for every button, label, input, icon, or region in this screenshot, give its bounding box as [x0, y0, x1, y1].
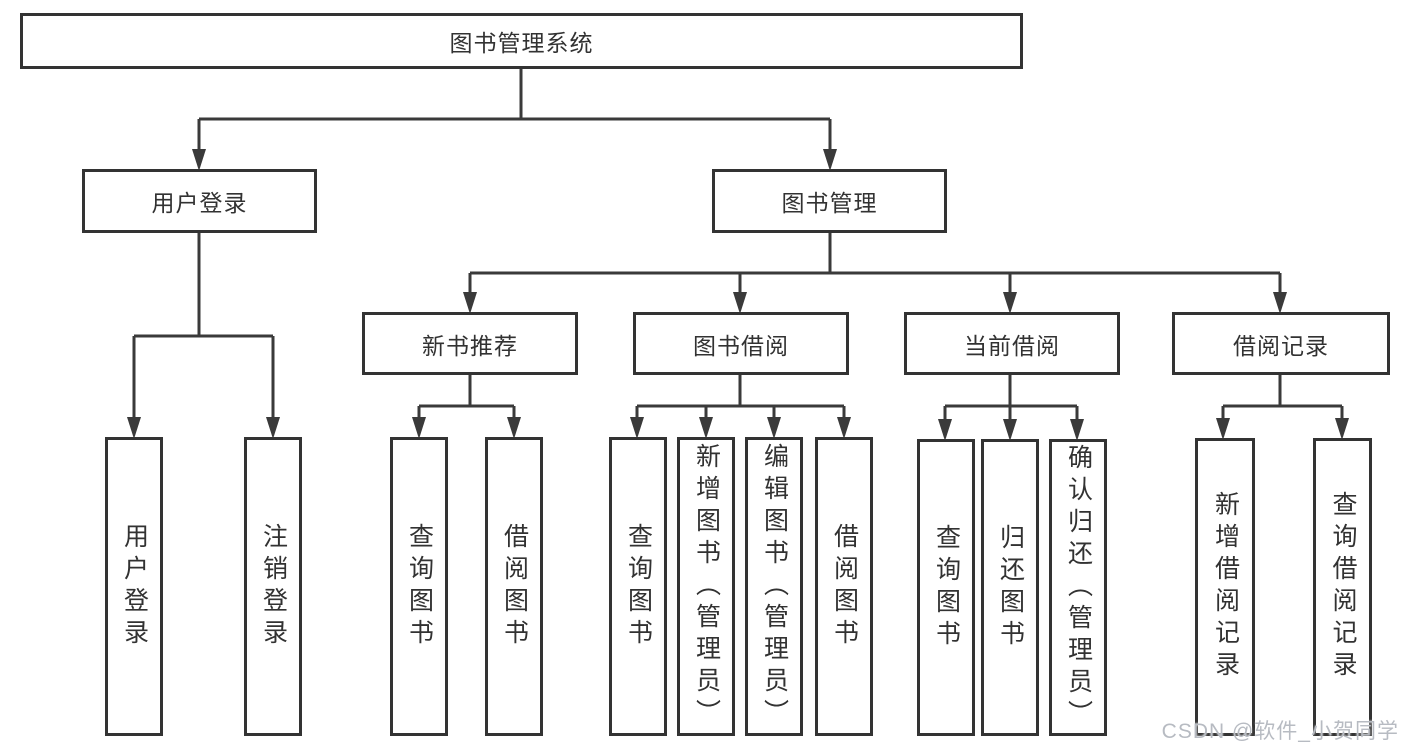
leaf-bb-edit-books-admin-label: 编辑图书（管理员）	[760, 442, 789, 731]
leaf-bb-query-books-label: 查询图书	[624, 522, 653, 651]
node-user-login-branch-label: 用户登录	[151, 190, 248, 216]
arrowhead-icon	[1273, 292, 1287, 314]
leaf-nbr-query-books: 查询图书	[390, 437, 448, 736]
leaf-user-login-label: 用户登录	[120, 522, 149, 651]
leaf-user-login: 用户登录	[105, 437, 163, 736]
arrowhead-icon	[463, 292, 477, 314]
leaf-bb-edit-books-admin: 编辑图书（管理员）	[745, 437, 803, 736]
arrowhead-icon	[938, 419, 952, 441]
leaf-cb-confirm-return-admin: 确认归还（管理员）	[1049, 439, 1107, 736]
leaf-cb-query-books: 查询图书	[917, 439, 975, 736]
node-current-borrow: 当前借阅	[904, 312, 1120, 375]
arrowhead-icon	[823, 149, 837, 171]
node-borrow-record-label: 借阅记录	[1233, 332, 1329, 359]
node-book-borrow: 图书借阅	[633, 312, 849, 375]
arrowhead-icon	[127, 417, 141, 439]
arrowhead-icon	[266, 417, 280, 439]
arrowhead-icon	[1216, 418, 1230, 440]
arrowhead-icon	[412, 417, 426, 439]
leaf-br-add-record: 新增借阅记录	[1195, 438, 1255, 736]
leaf-logout: 注销登录	[244, 437, 302, 736]
leaf-cb-query-books-label: 查询图书	[932, 523, 961, 652]
arrowhead-icon	[837, 417, 851, 439]
node-borrow-record: 借阅记录	[1172, 312, 1390, 375]
node-new-book-recommend-label: 新书推荐	[422, 332, 518, 359]
leaf-nbr-query-books-label: 查询图书	[405, 522, 434, 651]
arrowhead-icon	[192, 149, 206, 171]
arrowhead-icon	[1070, 419, 1084, 441]
leaf-br-query-record: 查询借阅记录	[1313, 438, 1372, 736]
leaf-cb-confirm-return-admin-label: 确认归还（管理员）	[1064, 443, 1093, 732]
node-root: 图书管理系统	[20, 13, 1023, 69]
node-book-borrow-label: 图书借阅	[693, 332, 789, 359]
node-book-management-branch-label: 图书管理	[781, 190, 878, 216]
leaf-bb-add-books-admin-label: 新增图书（管理员）	[692, 442, 721, 731]
leaf-br-query-record-label: 查询借阅记录	[1329, 491, 1357, 683]
node-root-label: 图书管理系统	[449, 30, 594, 56]
leaf-cb-return-books-label: 归还图书	[996, 523, 1025, 652]
node-user-login-branch: 用户登录	[82, 169, 317, 233]
arrowhead-icon	[1335, 418, 1349, 440]
csdn-watermark: CSDN @软件_小贺同学	[1161, 720, 1399, 743]
leaf-nbr-borrow-books-label: 借阅图书	[500, 522, 529, 651]
leaf-bb-borrow-books: 借阅图书	[815, 437, 873, 736]
arrowhead-icon	[767, 417, 781, 439]
node-book-management-branch: 图书管理	[712, 169, 947, 233]
arrowhead-icon	[1003, 292, 1017, 314]
leaf-bb-add-books-admin: 新增图书（管理员）	[677, 437, 735, 736]
node-new-book-recommend: 新书推荐	[362, 312, 578, 375]
arrowhead-icon	[1003, 419, 1017, 441]
node-current-borrow-label: 当前借阅	[964, 332, 1060, 359]
leaf-logout-label: 注销登录	[259, 522, 288, 651]
leaf-bb-borrow-books-label: 借阅图书	[830, 522, 859, 651]
arrowhead-icon	[630, 417, 644, 439]
arrowhead-icon	[733, 292, 747, 314]
arrowhead-icon	[507, 417, 521, 439]
leaf-nbr-borrow-books: 借阅图书	[485, 437, 543, 736]
arrowhead-icon	[699, 417, 713, 439]
leaf-bb-query-books: 查询图书	[609, 437, 667, 736]
leaf-cb-return-books: 归还图书	[981, 439, 1039, 736]
leaf-br-add-record-label: 新增借阅记录	[1211, 491, 1240, 683]
